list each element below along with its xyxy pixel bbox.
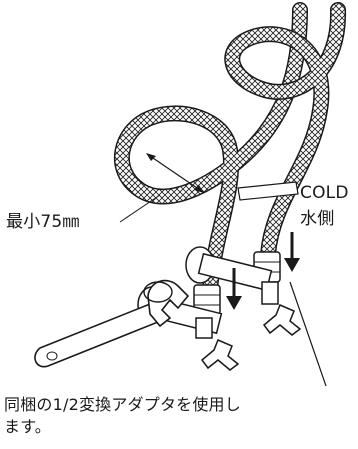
cold-label-line1: COLD [300, 183, 349, 203]
note-leader-line [289, 281, 327, 387]
cold-side-label: COLD 水側 [300, 180, 349, 232]
braided-hose-right-icon [224, 2, 347, 263]
note-line1: 同梱の1/2変換アダプタを使用し [4, 395, 241, 414]
arrow-down-icon [226, 232, 300, 310]
stop-valve-left-icon [147, 295, 240, 371]
adapter-note: 同梱の1/2変換アダプタを使用し ます。 [4, 394, 358, 438]
adjustable-wrench-icon [34, 279, 190, 368]
cold-label-line2: 水側 [300, 209, 335, 229]
braided-hose-left-icon [114, 2, 308, 298]
min-radius-dimension-arrow [119, 153, 204, 223]
note-line2: ます。 [4, 417, 52, 436]
cold-side-tag [237, 181, 299, 201]
min-bend-radius-label: 最小75㎜ [6, 212, 80, 232]
